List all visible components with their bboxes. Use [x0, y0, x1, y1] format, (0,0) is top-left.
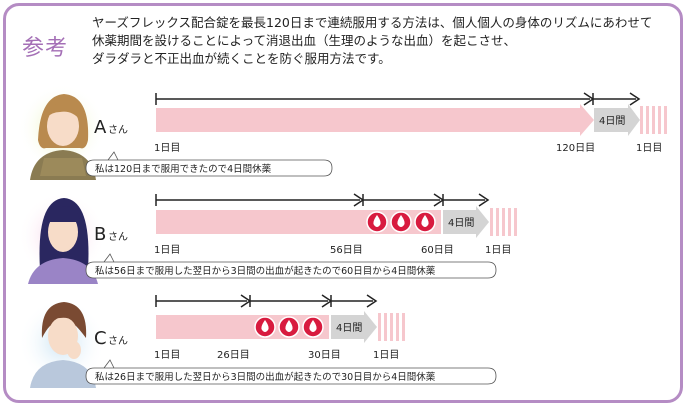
patient-c-start-label: 1日目 — [154, 350, 180, 361]
patient-b-restart-label: 1日目 — [485, 245, 511, 256]
patient-b-bleed-drops — [366, 211, 436, 233]
patient-a-group: A さん 4日間 1日目 120日目 1日目 私は120日まで服用できたので4日… — [18, 84, 667, 180]
patient-c-avatar — [18, 298, 106, 388]
intro-text: ヤーズフレックス配合錠を最長120日まで連続服用する方法は、個人個人の身体のリズ… — [92, 14, 677, 68]
patient-b-end-label: 60日目 — [421, 245, 454, 256]
patient-a-break-label: 4日間 — [599, 115, 625, 127]
patient-b-break-bar — [443, 206, 489, 238]
patient-c-suffix: さん — [108, 335, 128, 347]
patient-b-group: B さん 4日間 1日目 56日目 60 — [18, 192, 517, 284]
patient-c-group: C さん 4日間 1日目 26日目 30 — [18, 294, 497, 388]
patient-b-caption: 私は56日まで服用した翌日から3日間の出血が起きたので60日目から4日間休薬 — [95, 265, 436, 277]
patient-b-suffix: さん — [108, 231, 128, 243]
patient-c-break-bar — [331, 311, 377, 343]
patient-a-stripes — [640, 106, 667, 134]
patient-a-suffix: さん — [108, 124, 128, 136]
patient-a-caption: 私は120日まで服用できたので4日間休薬 — [95, 163, 272, 175]
intro-line-3: ダラダラと不正出血が続くことを防ぐ服用方法です。 — [92, 51, 391, 66]
patient-a-avatar — [18, 84, 106, 180]
patient-a-restart-label: 1日目 — [636, 143, 662, 154]
patient-b-avatar — [18, 192, 106, 284]
patient-a-start-label: 1日目 — [154, 143, 180, 154]
reference-label: 参考 — [22, 36, 69, 61]
patient-a-pill-bar — [156, 104, 594, 136]
patient-a-end-label: 120日目 — [556, 143, 595, 154]
patient-c-pill-bar — [156, 315, 250, 339]
patient-c-name: C — [94, 328, 107, 349]
patient-b-pill-bar — [156, 210, 363, 234]
intro-line-1: ヤーズフレックス配合錠を最長120日まで連続服用する方法は、個人個人の身体のリズ… — [92, 15, 653, 30]
patient-c-restart-label: 1日目 — [373, 350, 399, 361]
patient-c-bleed-start-label: 26日目 — [217, 350, 250, 361]
patient-c-stripes — [378, 313, 405, 341]
patient-c-caption: 私は26日まで服用した翌日から3日間の出血が起きたので30日目から4日間休薬 — [95, 371, 436, 383]
patient-b-name: B — [94, 224, 106, 245]
patient-c-bleed-drops — [254, 316, 324, 338]
patient-a-break-bar — [594, 104, 640, 136]
patient-b-start-label: 1日目 — [154, 245, 180, 256]
patient-a-name: A — [94, 117, 107, 138]
patient-c-end-label: 30日目 — [308, 350, 341, 361]
patient-b-bleed-start-label: 56日目 — [330, 245, 363, 256]
intro-line-2: 休薬期間を設けることによって消退出血（生理のような出血）を起こさせ、 — [92, 33, 517, 48]
patient-b-break-label: 4日間 — [448, 217, 474, 229]
patient-c-break-label: 4日間 — [336, 322, 362, 334]
patient-b-stripes — [490, 208, 517, 236]
